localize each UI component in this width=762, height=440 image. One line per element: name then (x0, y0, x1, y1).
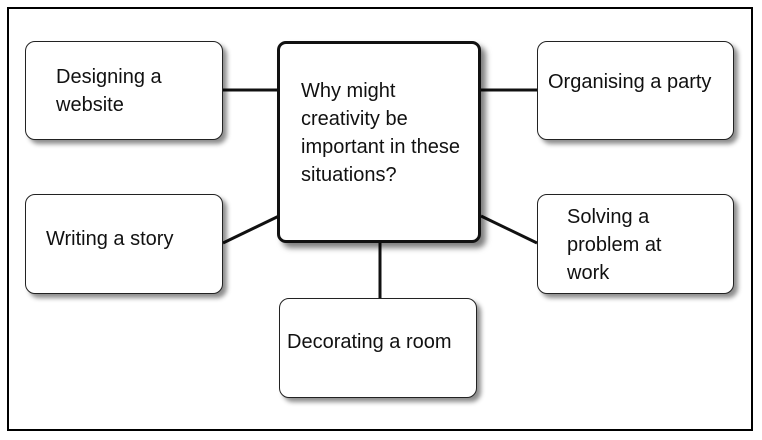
node-solving-problem-label: Solving a problem at work (567, 206, 662, 284)
node-designing-website-label: Designing a website (56, 66, 162, 116)
connector-solving-problem (480, 214, 538, 245)
node-organising-party-label: Organising a party (548, 71, 712, 93)
node-solving-problem: Solving a problem at work (537, 194, 734, 294)
node-decorating-room-label: Decorating a room (287, 331, 452, 353)
node-designing-website: Designing a website (25, 41, 223, 140)
center-question-box: Why might creativity be important in the… (277, 41, 481, 243)
node-writing-story: Writing a story (25, 194, 223, 294)
node-writing-story-label: Writing a story (46, 228, 174, 250)
node-organising-party: Organising a party (537, 41, 734, 140)
connector-writing-story (222, 214, 280, 245)
center-question-label: Why might creativity be important in the… (301, 80, 460, 186)
node-decorating-room: Decorating a room (279, 298, 477, 398)
